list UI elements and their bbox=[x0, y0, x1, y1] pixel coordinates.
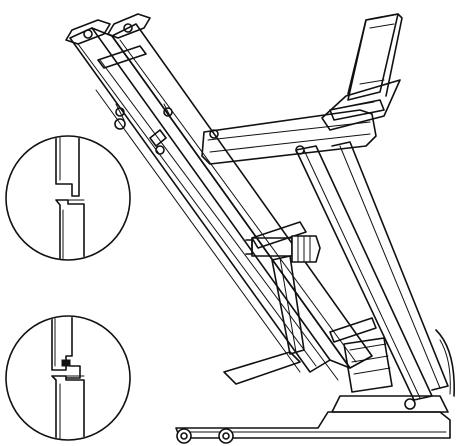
console-icon bbox=[321, 13, 403, 131]
upright-post-icon bbox=[201, 109, 449, 401]
support-strut-icon bbox=[223, 255, 305, 385]
detail-unlocked-icon bbox=[5, 135, 131, 261]
base-wheel-icon bbox=[114, 118, 455, 444]
treadmill-frame-icon bbox=[65, 13, 377, 381]
lock-cylinder-icon bbox=[245, 235, 321, 263]
detail-locked-icon bbox=[5, 315, 131, 441]
